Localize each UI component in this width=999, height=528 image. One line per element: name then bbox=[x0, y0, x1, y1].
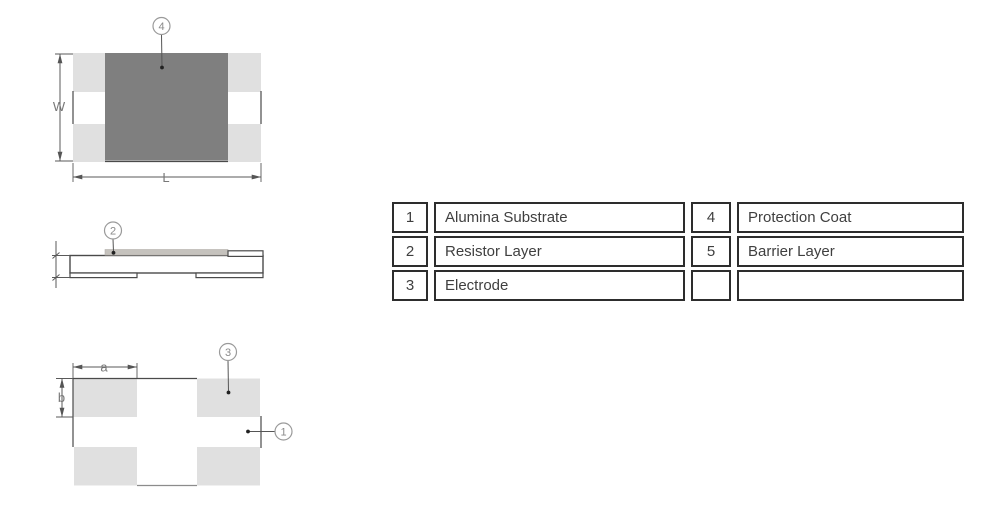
legend-label-empty bbox=[737, 270, 964, 301]
leader-dot bbox=[160, 65, 164, 70]
protection-coat-region bbox=[105, 53, 228, 161]
dimension-a: a bbox=[72, 360, 138, 378]
dimension-w: W bbox=[53, 53, 73, 162]
leader-dot bbox=[226, 390, 231, 395]
callout-circle-2 bbox=[103, 221, 123, 240]
callout-number-3: 3 bbox=[225, 347, 231, 359]
oblique-tick bbox=[52, 252, 60, 259]
legend-num-empty bbox=[691, 270, 731, 301]
dim-label-w: W bbox=[53, 99, 66, 114]
legend-label-1: Alumina Substrate bbox=[434, 202, 685, 233]
legend-label-3: Electrode bbox=[434, 270, 685, 301]
legend-label-5: Barrier Layer bbox=[737, 236, 964, 267]
legend-table: 1 Alumina Substrate 4 Protection Coat 2 … bbox=[392, 202, 964, 301]
bottom-pad-bottom-left bbox=[74, 447, 137, 486]
bottom-pad-bottom-right bbox=[197, 447, 260, 486]
bottom-electrode-left bbox=[69, 272, 138, 279]
dim-label-l: L bbox=[162, 170, 169, 185]
leader-dot bbox=[111, 250, 116, 255]
resistor-layer-strip bbox=[104, 249, 229, 256]
oblique-tick bbox=[52, 274, 60, 281]
bottom-pad-top-left bbox=[73, 378, 137, 417]
terminal-pad-bottom-right bbox=[228, 124, 261, 162]
legend-label-4: Protection Coat bbox=[737, 202, 964, 233]
dim-label-b: b bbox=[58, 390, 65, 405]
dimension-thickness bbox=[52, 241, 70, 288]
legend-num-5: 5 bbox=[691, 236, 731, 267]
leader-line bbox=[161, 34, 163, 68]
legend-num-1: 1 bbox=[392, 202, 428, 233]
terminal-pad-top-left bbox=[73, 53, 105, 92]
dimension-b: b bbox=[56, 378, 73, 418]
callout-electrode: 3 bbox=[218, 342, 238, 395]
bottom-view: a b 3 1 bbox=[56, 342, 293, 487]
callout-number-2: 2 bbox=[110, 226, 116, 238]
legend-num-2: 2 bbox=[392, 236, 428, 267]
callout-substrate: 1 bbox=[246, 422, 293, 441]
legend-label-2: Resistor Layer bbox=[434, 236, 685, 267]
callout-circle-1 bbox=[274, 422, 293, 441]
callout-circle-3 bbox=[218, 342, 238, 362]
top-electrode-right bbox=[227, 250, 264, 258]
bottom-electrode-right bbox=[195, 272, 264, 279]
terminal-pad-bottom-left bbox=[73, 124, 105, 162]
callout-number-1: 1 bbox=[280, 427, 286, 439]
callout-circle-4 bbox=[152, 16, 171, 36]
callout-number-4: 4 bbox=[158, 21, 164, 33]
substrate-body bbox=[69, 254, 264, 274]
callout-protection-coat: 4 bbox=[152, 16, 171, 70]
side-view: 2 bbox=[52, 221, 264, 288]
callout-resistor-layer: 2 bbox=[103, 221, 123, 255]
terminal-pad-top-right bbox=[228, 53, 261, 92]
legend-num-3: 3 bbox=[392, 270, 428, 301]
leader-line bbox=[112, 238, 114, 253]
dimension-l: L bbox=[72, 163, 262, 185]
leader-dot bbox=[246, 429, 250, 434]
top-view: W L 4 bbox=[53, 16, 262, 185]
legend-num-4: 4 bbox=[691, 202, 731, 233]
leader-line bbox=[227, 360, 229, 393]
dim-label-a: a bbox=[100, 360, 108, 375]
